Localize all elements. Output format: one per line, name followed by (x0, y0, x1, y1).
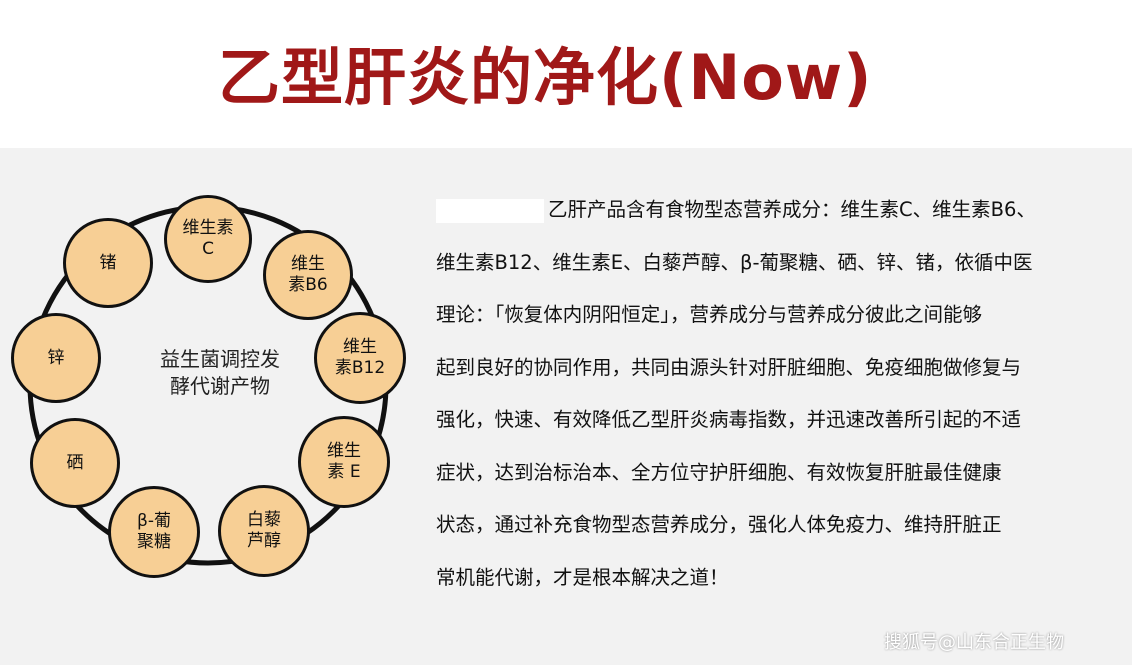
node-selenium: 硒 (30, 418, 120, 508)
paragraph-line: 理论：「恢复体内阴阳恒定」，营养成分与营养成分彼此之间能够 (436, 303, 983, 326)
node-vitamin-b6: 维生 素B6 (263, 230, 353, 320)
node-label: 维生 (343, 337, 377, 357)
paragraph-line: 状态，通过补充食物型态营养成分，强化人体免疫力、维持肝脏正 (436, 513, 1002, 536)
node-label: 素 E (327, 462, 361, 482)
node-vitamin-c: 维生素 C (164, 195, 252, 283)
node-resveratrol: 白藜 芦醇 (218, 485, 310, 577)
node-vitamin-e: 维生 素 E (298, 416, 390, 508)
node-label: 芦醇 (247, 531, 281, 551)
node-label: 维生素 (182, 218, 234, 238)
center-label-line: 酵代谢产物 (170, 374, 270, 398)
node-germanium: 锗 (63, 218, 153, 308)
paragraph-line: 常机能代谢，才是根本解决之道！ (436, 565, 729, 589)
watermark: 搜狐号@山东合正生物 (884, 632, 1064, 653)
paragraph-line: 症状，达到治标治本、全方位守护肝细胞、有效恢复肝脏最佳健康 (436, 460, 1002, 484)
diagram-center-label: 益生菌调控发 酵代谢产物 (130, 346, 310, 400)
paragraph-line: 乙肝产品含有食物型态营养成分：维生素C、维生素B6、 (436, 184, 1116, 237)
node-label: 素B6 (288, 275, 328, 295)
node-label: 维生 (327, 441, 361, 461)
node-label: β-葡 (137, 511, 171, 531)
paragraph-line: 起到良好的协同作用，共同由源头针对肝脏细胞、免疫细胞做修复与 (436, 355, 1022, 379)
header-band: 乙型肝炎的净化(Now) (0, 0, 1132, 148)
node-label: 素B12 (334, 358, 386, 378)
description-paragraph: 乙肝产品含有食物型态营养成分：维生素C、维生素B6、 维生素B12、维生素E、白… (436, 184, 1116, 604)
node-label: 硒 (66, 452, 84, 473)
node-label: 锗 (99, 252, 117, 273)
node-vitamin-b12: 维生 素B12 (314, 312, 406, 404)
node-beta-glucan: β-葡 聚糖 (108, 486, 200, 578)
node-zinc: 锌 (11, 313, 101, 403)
paragraph-line: 维生素B12、维生素E、白藜芦醇、β-葡聚糖、硒、锌、锗，依循中医 (436, 250, 1033, 274)
paragraph-line: 强化，快速、有效降低乙型肝炎病毒指数，并迅速改善所引起的不适 (436, 408, 1022, 431)
node-label: 锌 (47, 347, 65, 368)
center-label-line: 益生菌调控发 (160, 347, 280, 371)
node-label: 聚糖 (137, 532, 171, 552)
node-label: 维生 (291, 254, 325, 274)
node-label: C (202, 239, 214, 259)
blank-highlight (436, 198, 544, 223)
page-title: 乙型肝炎的净化(Now) (218, 41, 873, 114)
paragraph-text: 乙肝产品含有食物型态营养成分：维生素C、维生素B6、 (548, 198, 1036, 221)
node-label: 白藜 (247, 510, 281, 530)
